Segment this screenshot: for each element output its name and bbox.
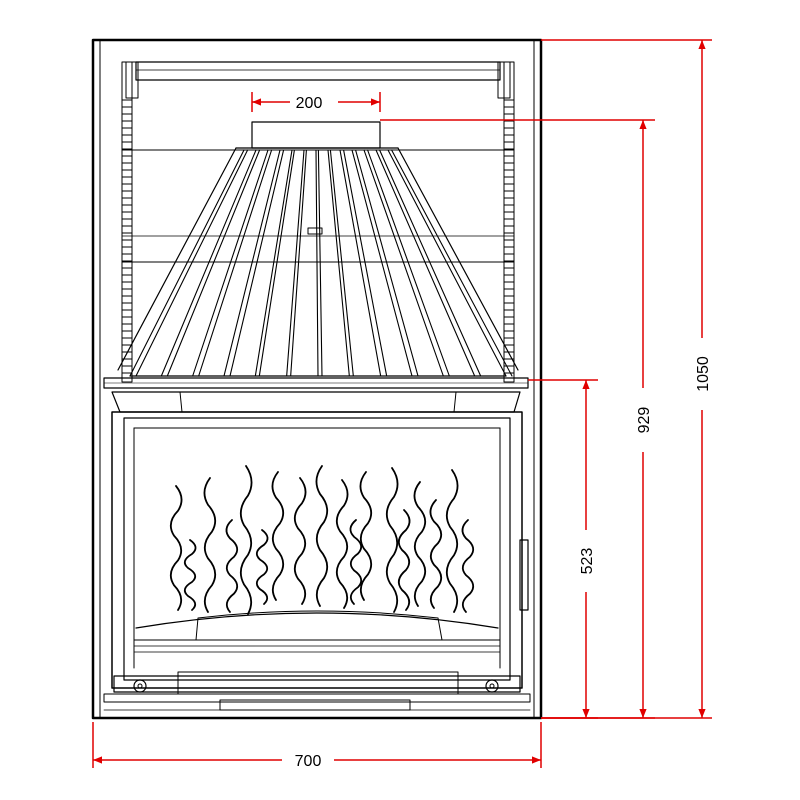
back-panel bbox=[121, 149, 515, 263]
left-side-rail bbox=[121, 61, 139, 383]
hood-rim bbox=[103, 377, 529, 413]
dimension-label-height-to-hood: 523 bbox=[579, 548, 596, 575]
flames bbox=[169, 465, 475, 615]
firebox-frame bbox=[111, 411, 529, 689]
dimension-height-to-hood: 523 bbox=[528, 379, 598, 719]
dimension-label-overall-width: 700 bbox=[295, 753, 322, 770]
fireplace-outline bbox=[91, 38, 543, 720]
hood bbox=[117, 147, 519, 377]
dimension-overall-width: 700 bbox=[92, 722, 542, 770]
dimension-overall-height: 1050 bbox=[541, 39, 712, 719]
flue-collar bbox=[251, 121, 381, 149]
dimension-label-height-to-flue: 929 bbox=[636, 407, 653, 434]
right-side-rail bbox=[497, 61, 515, 383]
dimension-label-flue: 200 bbox=[296, 95, 323, 112]
dimension-label-overall-height: 1050 bbox=[695, 356, 712, 392]
dimension-flue: 200 bbox=[251, 92, 381, 112]
dimension-height-to-flue: 929 bbox=[380, 119, 655, 719]
grate bbox=[133, 610, 501, 653]
base bbox=[103, 671, 531, 711]
